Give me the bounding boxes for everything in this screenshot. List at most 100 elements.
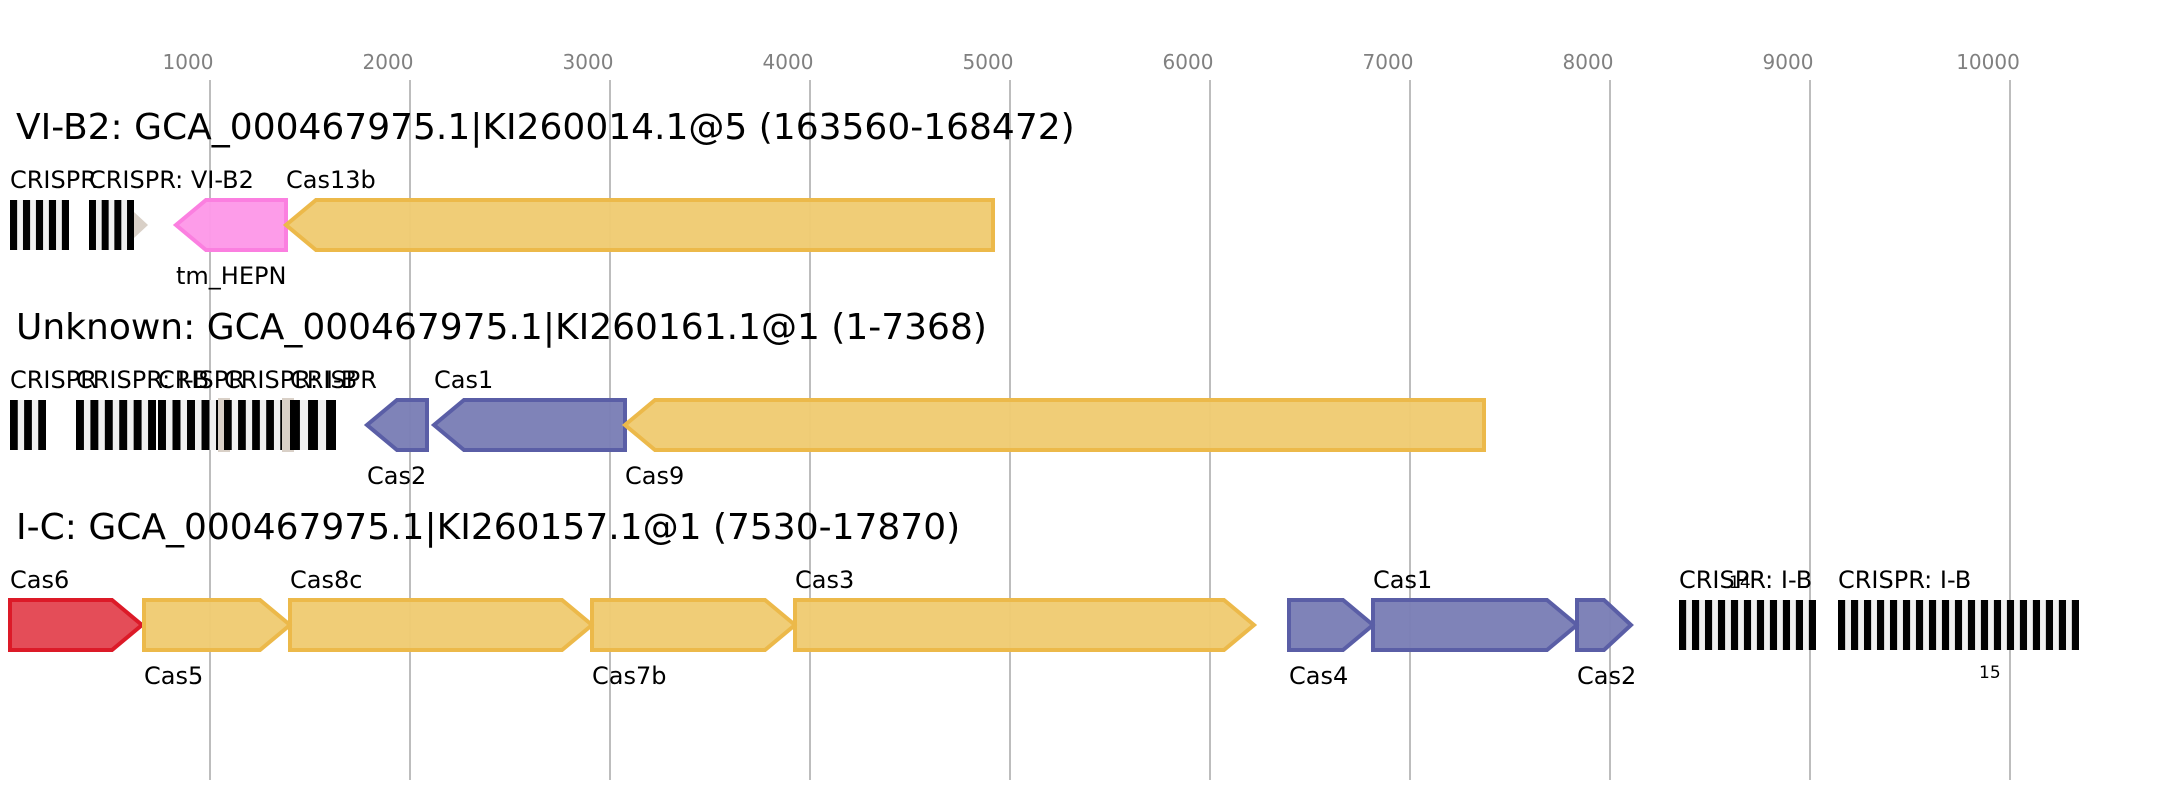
gene-label: Cas7b <box>592 662 666 690</box>
crispr-repeat <box>1838 600 1846 650</box>
gene-cas4[interactable]: Cas4 <box>1287 598 1377 690</box>
tick-label: 3000 <box>563 50 614 74</box>
crispr-repeat <box>89 200 96 250</box>
crispr-repeat <box>10 400 18 450</box>
tick-label: 1000 <box>163 50 214 74</box>
crispr-repeat <box>1993 600 2002 650</box>
gene-cas2[interactable]: Cas2 <box>1575 598 1636 690</box>
gene-cas1[interactable]: Cas1 <box>430 366 627 452</box>
crispr-repeat <box>1743 600 1752 650</box>
small-arrow <box>134 212 148 238</box>
gene-label: Cas6 <box>10 566 69 594</box>
crispr-repeat <box>2032 600 2041 650</box>
crispr-repeat <box>187 400 195 450</box>
crispr-array[interactable]: CRISPR: I-B14 <box>1679 566 1816 650</box>
gene-cas9[interactable]: Cas9 <box>621 398 1486 490</box>
crispr-repeat <box>48 200 57 250</box>
crispr-count: 14 <box>1729 573 1751 593</box>
locus-2: Unknown: GCA_000467975.1|KI260161.1@1 (1… <box>10 307 1486 490</box>
crispr-repeat <box>172 400 181 450</box>
crispr-label: CRISPR <box>158 366 245 394</box>
gene-label: Cas8c <box>290 566 362 594</box>
tick-label: 4000 <box>763 50 814 74</box>
locus-title: VI-B2: GCA_000467975.1|KI260014.1@5 (163… <box>16 107 1075 148</box>
crispr-repeat <box>201 400 210 450</box>
gene-cas3[interactable]: Cas3 <box>793 566 1258 652</box>
gene-label: Cas4 <box>1289 662 1348 690</box>
crispr-repeat <box>1756 600 1765 650</box>
gene-cas1[interactable]: Cas1 <box>1371 566 1581 652</box>
gene-arrow <box>793 598 1258 652</box>
crispr-repeat <box>133 400 142 450</box>
loci: VI-B2: GCA_000467975.1|KI260014.1@5 (163… <box>8 107 2079 690</box>
crispr-label: CRISPR: VI-B2 <box>89 166 254 194</box>
gene-cas6[interactable]: Cas6 <box>8 566 146 652</box>
crispr-spacer-bg <box>89 200 134 250</box>
crispr-repeat <box>1876 600 1885 650</box>
gene-cas5[interactable]: Cas5 <box>142 598 294 690</box>
crispr-count: 15 <box>1979 663 2001 683</box>
crispr-array[interactable]: CRISPR <box>10 366 97 450</box>
crispr-label: CRISPR: I-B <box>76 366 209 394</box>
crispr-label: CRISPR: I-B <box>224 366 357 394</box>
crispr-repeat <box>1850 600 1859 650</box>
small-feature[interactable] <box>134 212 148 238</box>
crispr-repeat <box>38 400 46 450</box>
gene-cas8c[interactable]: Cas8c <box>288 566 596 652</box>
crispr-repeat <box>1691 600 1700 650</box>
gene-cas7b[interactable]: Cas7b <box>590 598 799 690</box>
crispr-repeat <box>1889 600 1898 650</box>
gene-label: Cas1 <box>1373 566 1432 594</box>
crispr-repeat <box>2045 600 2054 650</box>
gene-label: Cas2 <box>367 462 426 490</box>
crispr-repeat <box>119 400 128 450</box>
locus-3: I-C: GCA_000467975.1|KI260157.1@1 (7530-… <box>8 507 2079 690</box>
crispr-repeat <box>35 200 44 250</box>
crispr-repeat <box>1863 600 1872 650</box>
crispr-array[interactable]: CRISPR: VI-B2 <box>89 166 254 250</box>
crispr-repeat <box>238 400 246 450</box>
crispr-repeat <box>1967 600 1976 650</box>
crispr-repeat <box>2058 600 2067 650</box>
gene-arrow <box>590 598 799 652</box>
gene-arrow <box>172 198 288 252</box>
crispr-repeat <box>76 400 84 450</box>
locus-title: I-C: GCA_000467975.1|KI260157.1@1 (7530-… <box>16 507 960 548</box>
crispr-repeat <box>127 200 134 250</box>
crispr-repeat <box>90 400 99 450</box>
gene-arrow <box>8 598 146 652</box>
gene-label: Cas1 <box>434 366 493 394</box>
crispr-array[interactable]: CRISPR <box>290 366 377 450</box>
crispr-array[interactable]: CRISPR: I-B <box>76 366 209 450</box>
crispr-repeat <box>1717 600 1726 650</box>
gene-arrow <box>142 598 294 652</box>
crispr-repeat <box>1730 600 1739 650</box>
gene-arrow <box>621 398 1486 452</box>
crispr-array[interactable]: CRISPR <box>10 166 97 250</box>
crispr-repeat <box>2071 600 2079 650</box>
gene-cas13b[interactable]: Cas13b <box>282 166 995 252</box>
crispr-repeat <box>1769 600 1778 650</box>
crispr-repeat <box>326 400 336 450</box>
tick-label: 8000 <box>1563 50 1614 74</box>
crispr-repeat <box>1954 600 1963 650</box>
crispr-label: CRISPR <box>10 166 97 194</box>
crispr-array[interactable]: CRISPR: I-B15 <box>1838 566 2079 683</box>
crispr-repeat <box>252 400 260 450</box>
gene-label: Cas3 <box>795 566 854 594</box>
crispr-repeat <box>2019 600 2028 650</box>
crispr-repeat <box>61 200 69 250</box>
crispr-repeat <box>22 200 31 250</box>
gene-label: Cas13b <box>286 166 376 194</box>
gene-arrow <box>430 398 627 452</box>
gene-cas2[interactable]: Cas2 <box>363 398 429 490</box>
crispr-array[interactable]: CRISPR: I-B <box>224 366 357 452</box>
gene-tm-hepn[interactable]: tm_HEPN <box>172 198 288 290</box>
crispr-repeat <box>224 400 232 450</box>
tick-label: 6000 <box>1163 50 1214 74</box>
crispr-repeat <box>1679 600 1687 650</box>
gene-label: Cas5 <box>144 662 203 690</box>
gene-arrow <box>1575 598 1634 652</box>
crispr-repeat <box>158 400 166 450</box>
